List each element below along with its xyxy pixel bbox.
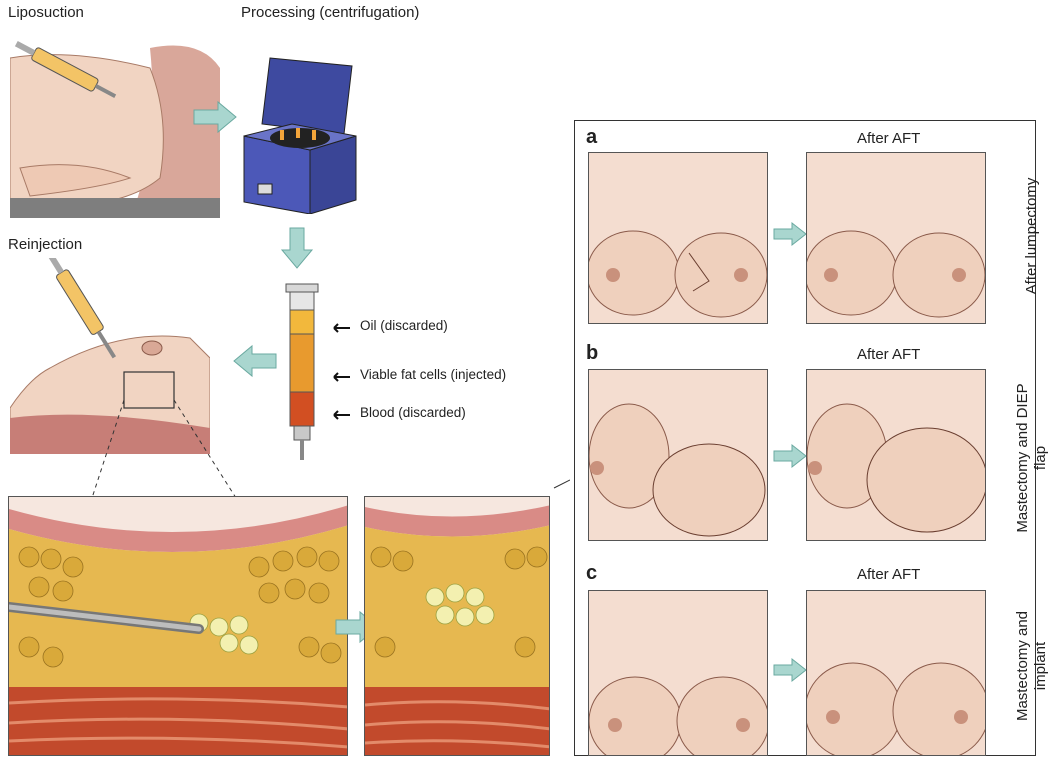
- pointer-arrow-icon: [328, 321, 350, 333]
- section-b-after-image: [806, 369, 986, 541]
- oil-layer-label: Oil (discarded): [360, 318, 448, 333]
- reinjection-label: Reinjection: [8, 236, 82, 253]
- arrow-right-icon: [192, 100, 238, 134]
- arrow-right-icon: [772, 221, 808, 247]
- section-a-before-image: [588, 152, 768, 324]
- zoom-guide-lines: [10, 400, 570, 500]
- section-c-after-image: [806, 590, 986, 756]
- section-a-after-label: After AFT: [857, 130, 920, 147]
- processing-label: Processing (centrifugation): [241, 4, 419, 21]
- tissue-result-illustration: [364, 496, 550, 756]
- tissue-injection-illustration: [8, 496, 348, 756]
- arrow-down-icon: [280, 226, 314, 270]
- section-b-letter: b: [586, 342, 598, 365]
- arrow-right-icon: [772, 443, 808, 469]
- section-c-after-label: After AFT: [857, 566, 920, 583]
- fat-layer-label: Viable fat cells (injected): [360, 367, 506, 382]
- section-a-side-label: After lumpectomy: [1023, 156, 1041, 316]
- section-a-after-image: [806, 152, 986, 324]
- section-b-before-image: [588, 369, 768, 541]
- pointer-arrow-icon: [328, 370, 350, 382]
- arrow-left-icon: [232, 344, 278, 378]
- section-b-after-label: After AFT: [857, 346, 920, 363]
- section-c-letter: c: [586, 562, 597, 585]
- centrifuge-illustration: [240, 54, 360, 214]
- liposuction-illustration: [10, 28, 220, 218]
- section-c-before-image: [588, 590, 768, 756]
- arrow-right-icon: [772, 657, 808, 683]
- section-a-letter: a: [586, 126, 597, 149]
- liposuction-label: Liposuction: [8, 4, 84, 21]
